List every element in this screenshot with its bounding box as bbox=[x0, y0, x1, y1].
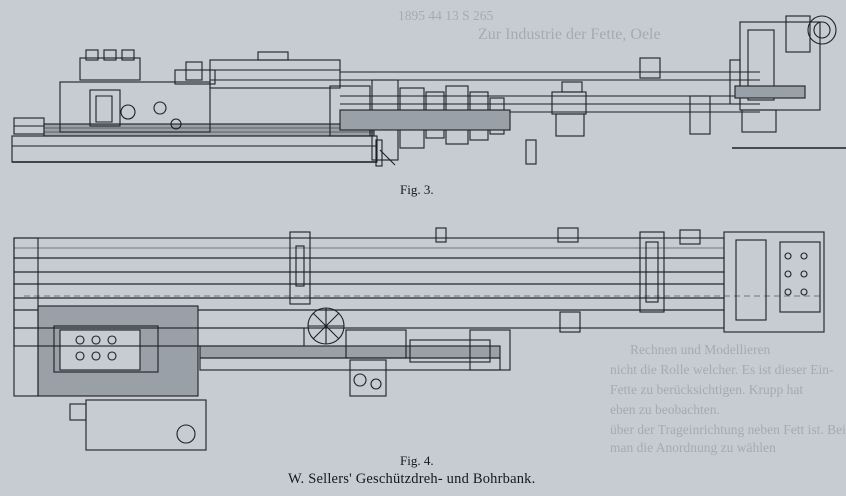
bleed-through-line: eben zu beobachten. bbox=[610, 402, 720, 417]
bleed-through-line: nicht die Rolle welcher. Es ist dieser E… bbox=[610, 362, 834, 377]
figure-main-caption: W. Sellers' Geschützdreh- und Bohrbank. bbox=[288, 471, 536, 487]
fig3-caption: Fig. 3. bbox=[400, 182, 434, 197]
bleed-through-line: Zur Industrie der Fette, Oele bbox=[478, 26, 661, 43]
fig4-caption: Fig. 4. bbox=[400, 453, 434, 468]
bleed-through-line: Fette zu berücksichtigen. Krupp hat bbox=[610, 382, 804, 397]
bleed-through-line: über der Trageinrichtung neben Fett ist.… bbox=[610, 422, 846, 437]
bleed-through-line: Rechnen und Modellieren bbox=[630, 342, 771, 357]
bleed-through-line: man die Anordnung zu wählen bbox=[610, 440, 776, 455]
bleed-through-line: 1895 44 13 S 265 bbox=[398, 8, 494, 23]
